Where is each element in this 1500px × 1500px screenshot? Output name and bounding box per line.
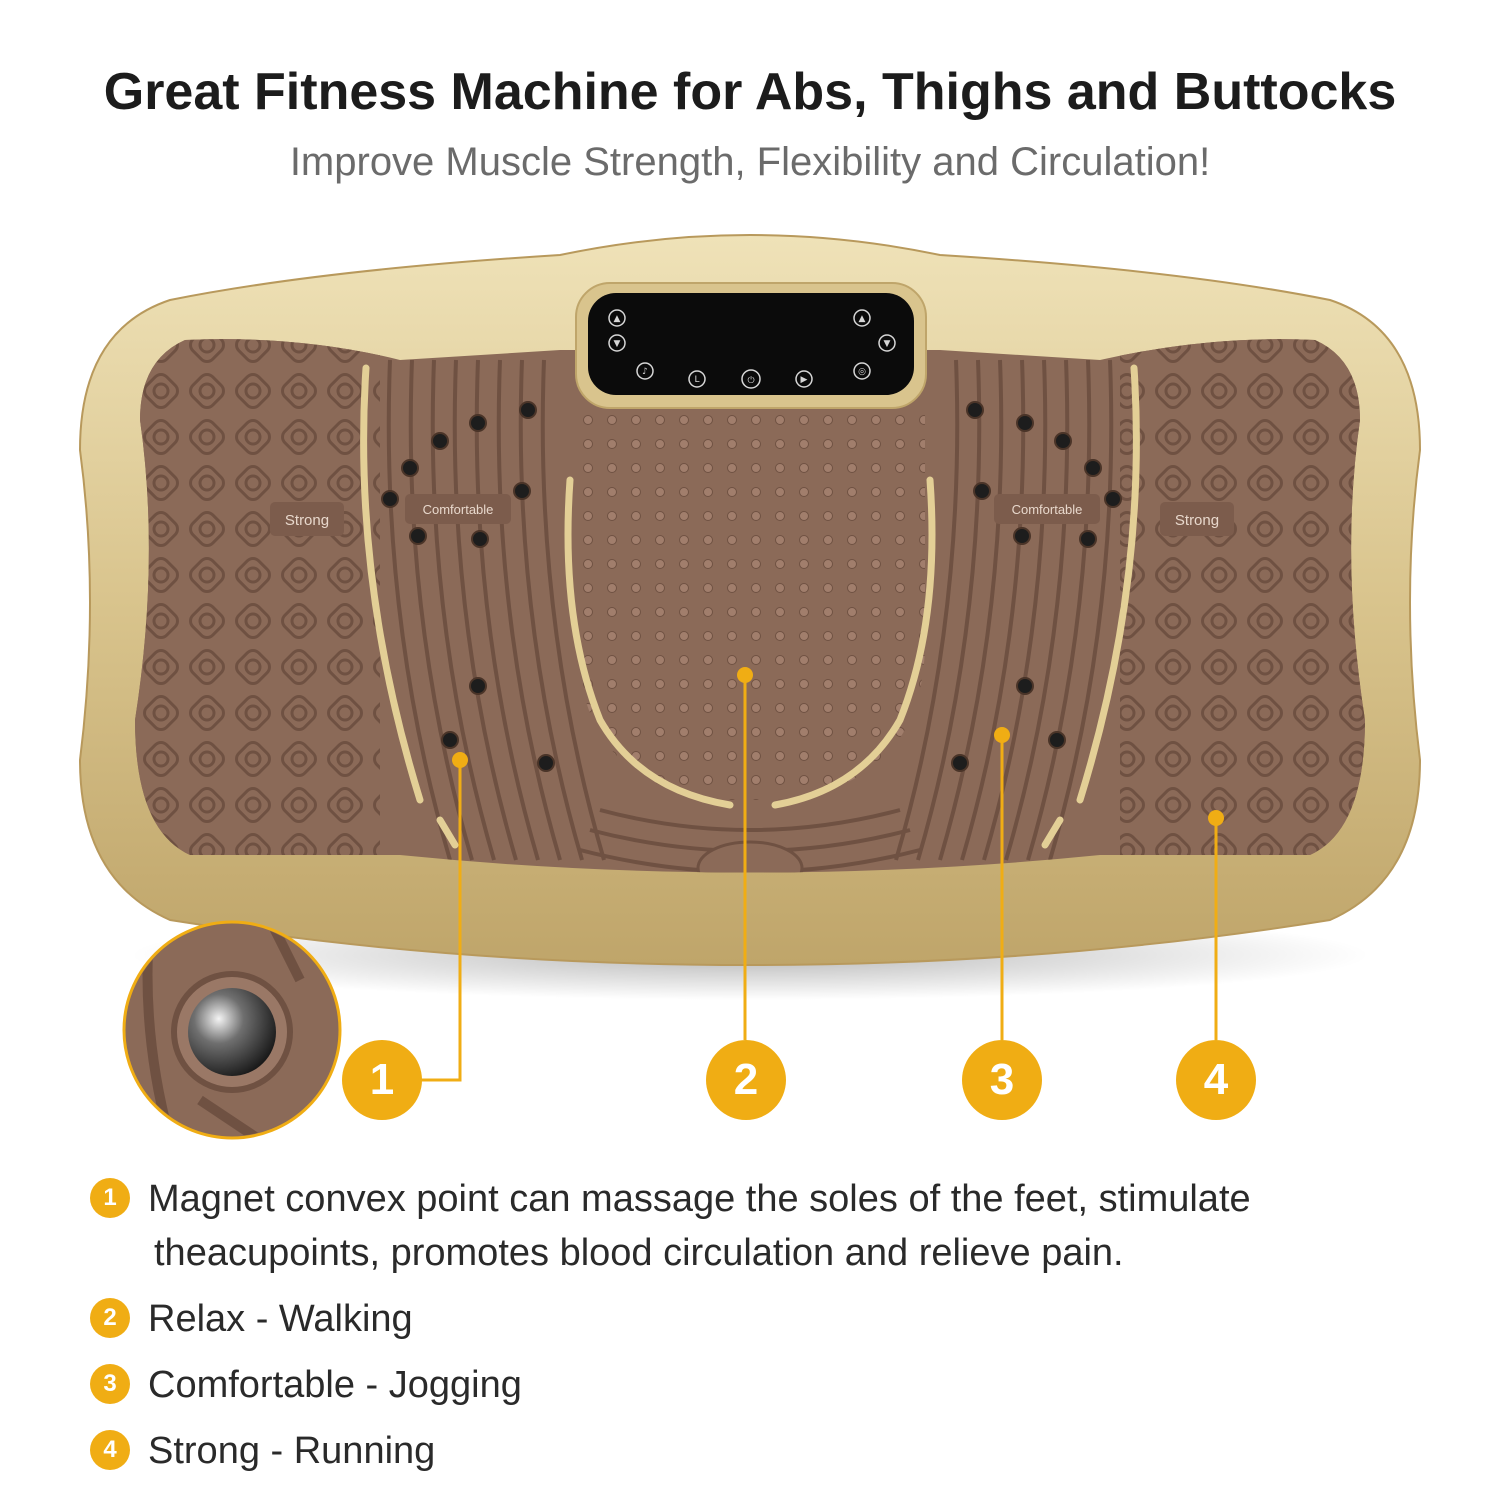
up-arrow-icon[interactable]: ▲	[614, 314, 621, 324]
feature-item-2: 2 Relax - Walking	[90, 1292, 1470, 1346]
feature-text-4: Strong - Running	[148, 1430, 436, 1472]
feature-number-3: 3	[90, 1364, 130, 1404]
comfortable-label-plate-left	[405, 494, 511, 524]
strong-label-plate-left	[270, 502, 344, 536]
comfortable-label-plate-right	[994, 494, 1100, 524]
strong-label-plate-right	[1160, 502, 1234, 536]
control-buttons	[608, 309, 896, 389]
strong-label-right: Strong	[1175, 512, 1219, 529]
feature-text-1: Magnet convex point can massage the sole…	[148, 1178, 1251, 1220]
callout-badge-3: 3	[962, 1040, 1042, 1120]
page-subtitle: Improve Muscle Strength, Flexibility and…	[289, 140, 1211, 184]
callout-dots	[452, 667, 1224, 826]
callout-badge-4: 4	[1176, 1040, 1256, 1120]
comfortable-label-right: Comfortable	[1012, 502, 1083, 517]
callout-badge-2: 2	[706, 1040, 786, 1120]
feature-text-2: Relax - Walking	[148, 1298, 413, 1340]
feature-item-4: 4 Strong - Running	[90, 1424, 1470, 1478]
comfortable-zone-right	[894, 359, 1114, 861]
power-icon[interactable]: ⏻	[747, 375, 754, 386]
magnet-closeup	[122, 920, 342, 1140]
play-pause-icon[interactable]: ▶	[801, 375, 808, 385]
magnet-points	[381, 401, 1122, 772]
music-icon[interactable]: ♪	[642, 367, 648, 377]
feature-number-2: 2	[90, 1298, 130, 1338]
feature-list: 1 Magnet convex point can massage the so…	[90, 1172, 1470, 1490]
control-panel	[588, 293, 914, 395]
strong-zone-left	[135, 339, 380, 873]
down-arrow-icon[interactable]: ▼	[614, 339, 621, 349]
speed-up-icon[interactable]: ▲	[859, 314, 866, 324]
strong-label-left: Strong	[285, 512, 329, 529]
feature-item-1: 1 Magnet convex point can massage the so…	[90, 1172, 1470, 1280]
magnet-ball	[188, 988, 276, 1076]
mode-icon[interactable]: ◎	[858, 367, 866, 377]
timer-icon[interactable]: L	[694, 375, 699, 385]
page-title: Great Fitness Machine for Abs, Thighs an…	[103, 63, 1397, 121]
feature-text-1-cont: theacupoints, promotes blood circulation…	[154, 1232, 1124, 1274]
mat-surface	[135, 339, 1365, 873]
strong-zone-right	[1120, 339, 1365, 873]
bottom-center-pad	[696, 840, 804, 873]
feature-number-4: 4	[90, 1430, 130, 1470]
speed-down-icon[interactable]: ▼	[884, 339, 891, 349]
feature-text-3: Comfortable - Jogging	[148, 1364, 522, 1406]
comfortable-zone-left	[386, 359, 606, 861]
gold-rails	[360, 364, 1140, 849]
comfortable-label-left: Comfortable	[423, 502, 494, 517]
feature-number-1: 1	[90, 1178, 130, 1218]
callout-lines	[420, 675, 1218, 1082]
callout-badge-1: 1	[342, 1040, 422, 1120]
relax-zone	[578, 405, 925, 800]
feature-item-3: 3 Comfortable - Jogging	[90, 1358, 1470, 1412]
